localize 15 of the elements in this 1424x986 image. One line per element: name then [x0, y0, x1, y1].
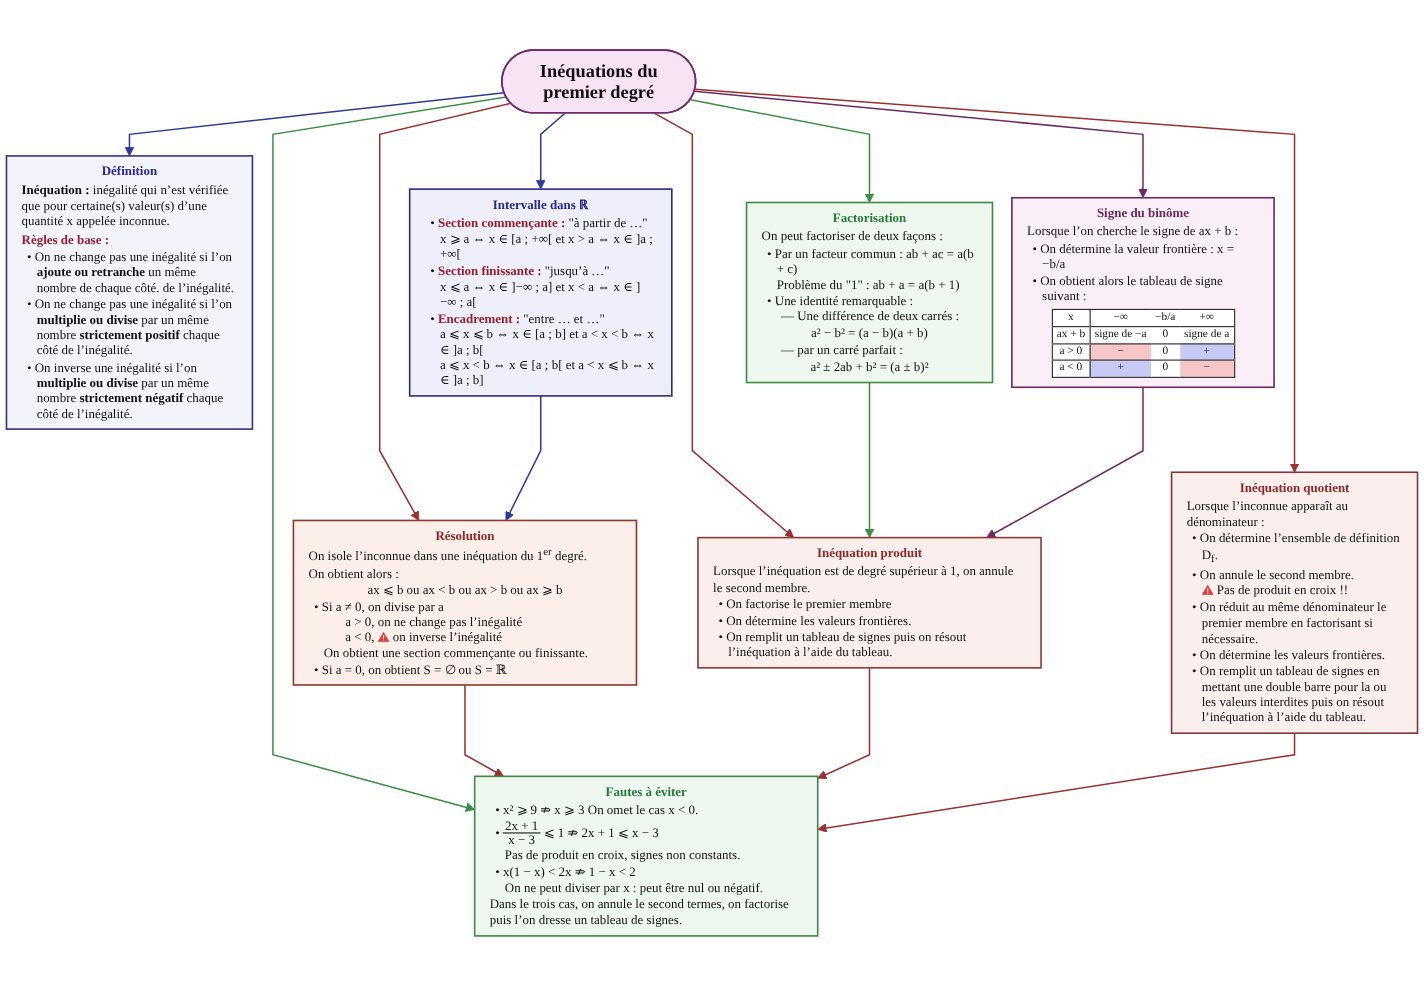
arrow — [817, 732, 1296, 833]
topic-title: Inéquations du premier degré — [537, 60, 660, 103]
arrow — [505, 395, 542, 521]
arrow — [536, 112, 566, 190]
arrow — [689, 99, 875, 203]
arrow — [693, 90, 1148, 199]
arrow — [864, 381, 875, 539]
arrow — [124, 91, 506, 157]
arrow — [464, 684, 504, 777]
arrow — [817, 667, 871, 780]
arrow — [986, 386, 1144, 539]
arrow — [378, 102, 512, 521]
arrow — [272, 96, 508, 812]
arrow — [653, 112, 795, 539]
arrow — [694, 88, 1300, 473]
